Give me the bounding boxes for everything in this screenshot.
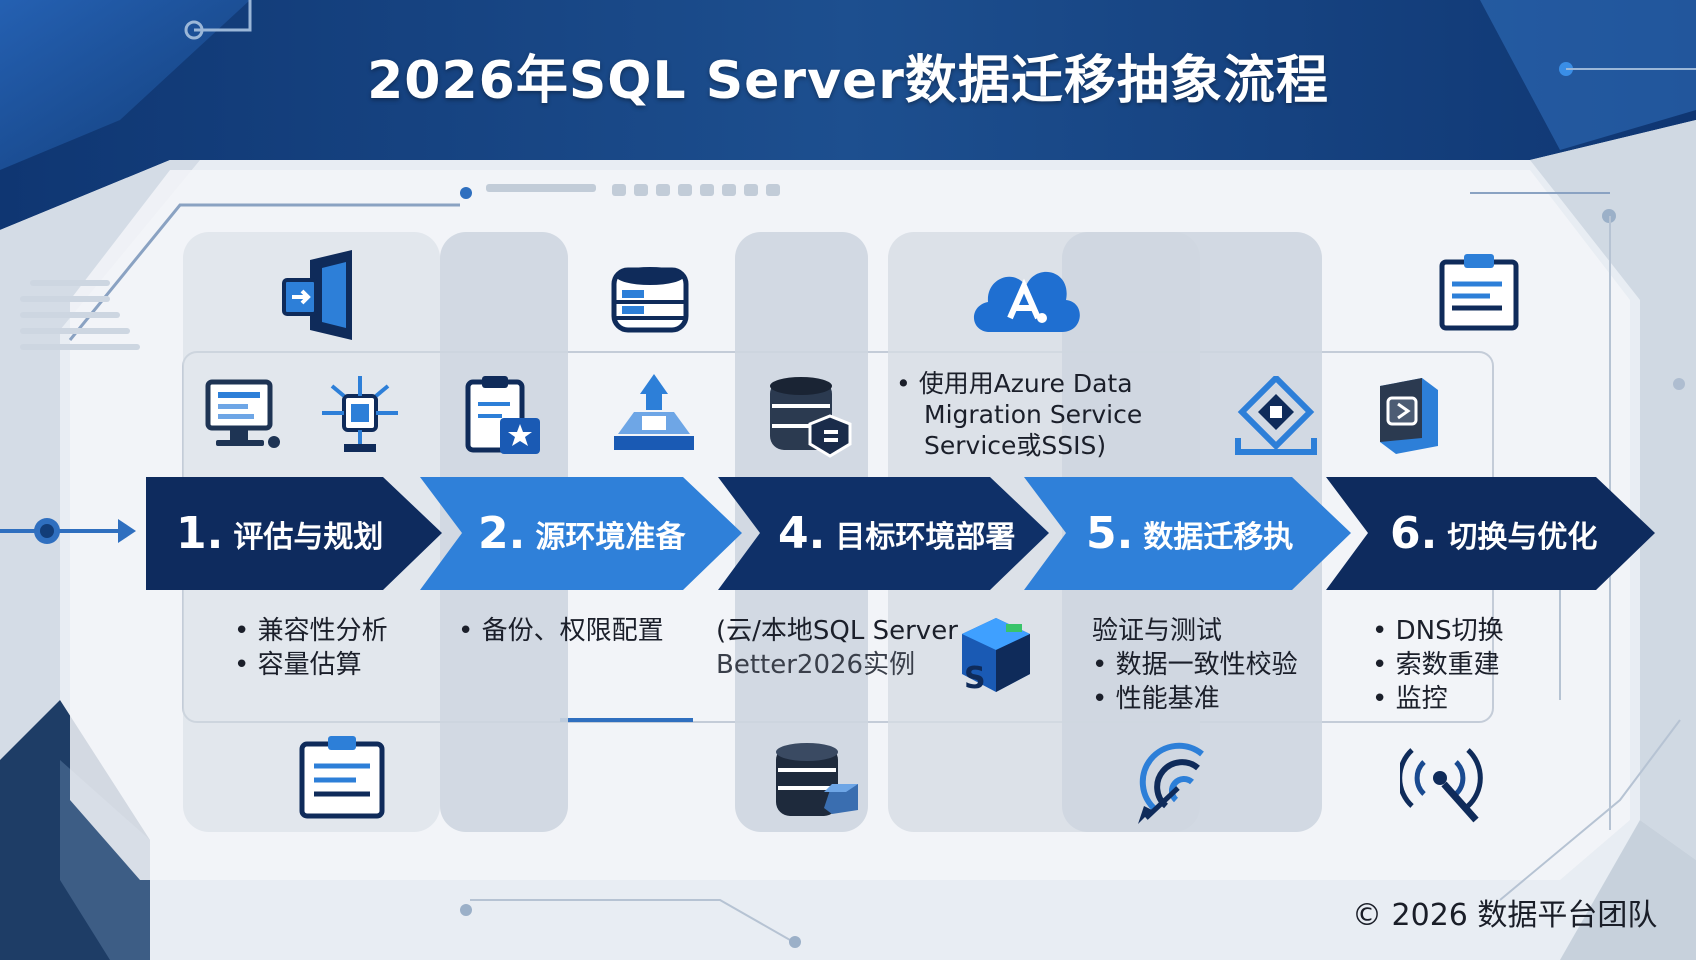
step-3: 4. 目标环境部署 [778,477,1028,590]
database-icon [611,267,689,333]
note-target-instance: (云/本地SQL Server [716,616,958,646]
cube-icon: S [962,618,1030,694]
broadcast-icon [1400,748,1483,823]
step-5: 6. 切换与优化 [1390,477,1630,590]
migrate-icon [282,250,352,340]
note-azure-dms: • 使用用Azure Data [896,369,1133,398]
chevron-step5 [1326,477,1655,590]
chevron-step2 [420,477,742,590]
note-monitor: • 监控 [1372,684,1448,714]
step-4-label: 数据迁移执 [1143,519,1294,555]
step-5-number: 6. [1390,508,1438,559]
chevron-step1 [146,477,442,590]
note-target-version: Better2026实例 [716,650,916,680]
step-3-notes: (云/本地SQL Server Better2026实例 [716,614,958,682]
note-migration-service: Migration Service [924,400,1143,429]
step-2-notes: • 备份、权限配置 [458,614,664,648]
step-5-notes: • DNS切换 • 索数重建 • 监控 [1372,614,1504,716]
monitor-icon [205,379,280,448]
note-consistency: • 数据一致性校验 [1092,650,1298,680]
step-3-number: 4. [778,508,826,559]
step-5-label: 切换与优化 [1447,519,1598,555]
database-shield-icon [770,377,852,458]
step-1-notes: • 兼容性分析 • 容量估算 [234,614,388,682]
hierarchy-icon [614,374,694,450]
note-compatibility: • 兼容性分析 [234,616,388,646]
step-4-number: 5. [1086,508,1134,559]
note-index: • 索数重建 [1372,650,1500,680]
step-1: 1. 评估与规划 [176,477,416,590]
step-1-number: 1. [176,508,224,559]
step-1-label: 评估与规划 [233,519,384,555]
box-server-icon [1380,378,1438,454]
database-box-icon [776,743,858,816]
note-ssis: Service或SSIS) [924,431,1107,460]
chevron-step4 [1024,477,1351,590]
clipboard-star-icon [465,376,540,454]
svg-text:S: S [964,661,986,694]
footer-credit: © 2026 数据平台团队 [1352,898,1658,933]
step-2: 2. 源环境准备 [478,477,718,590]
page-title: 2026年SQL Server数据迁移抽象流程 [367,51,1329,111]
note-capacity: • 容量估算 [234,650,362,680]
network-hub-icon [322,376,398,452]
step-2-number: 2. [478,508,526,559]
step-2-label: 源环境准备 [535,519,686,555]
note-perf: • 性能基准 [1092,684,1220,714]
signal-icon [1138,742,1204,824]
chevron-step3 [718,477,1049,590]
step-4-notes: 验证与测试 • 数据一致性校验 • 性能基准 [1092,614,1298,716]
note-backup: • 备份、权限配置 [458,616,664,646]
step-3-top-notes: • 使用用Azure Data Migration Service Servic… [896,368,1143,461]
step-3-label: 目标环境部署 [835,519,1016,555]
step-4: 5. 数据迁移执 [1086,477,1326,590]
note-validate: 验证与测试 [1092,616,1223,646]
hexagon-gear-icon [1235,376,1317,455]
clipboard-icon [299,736,385,819]
note-dns: • DNS切换 [1372,616,1504,646]
azure-cloud-icon [973,271,1080,332]
report-icon [1439,254,1519,331]
